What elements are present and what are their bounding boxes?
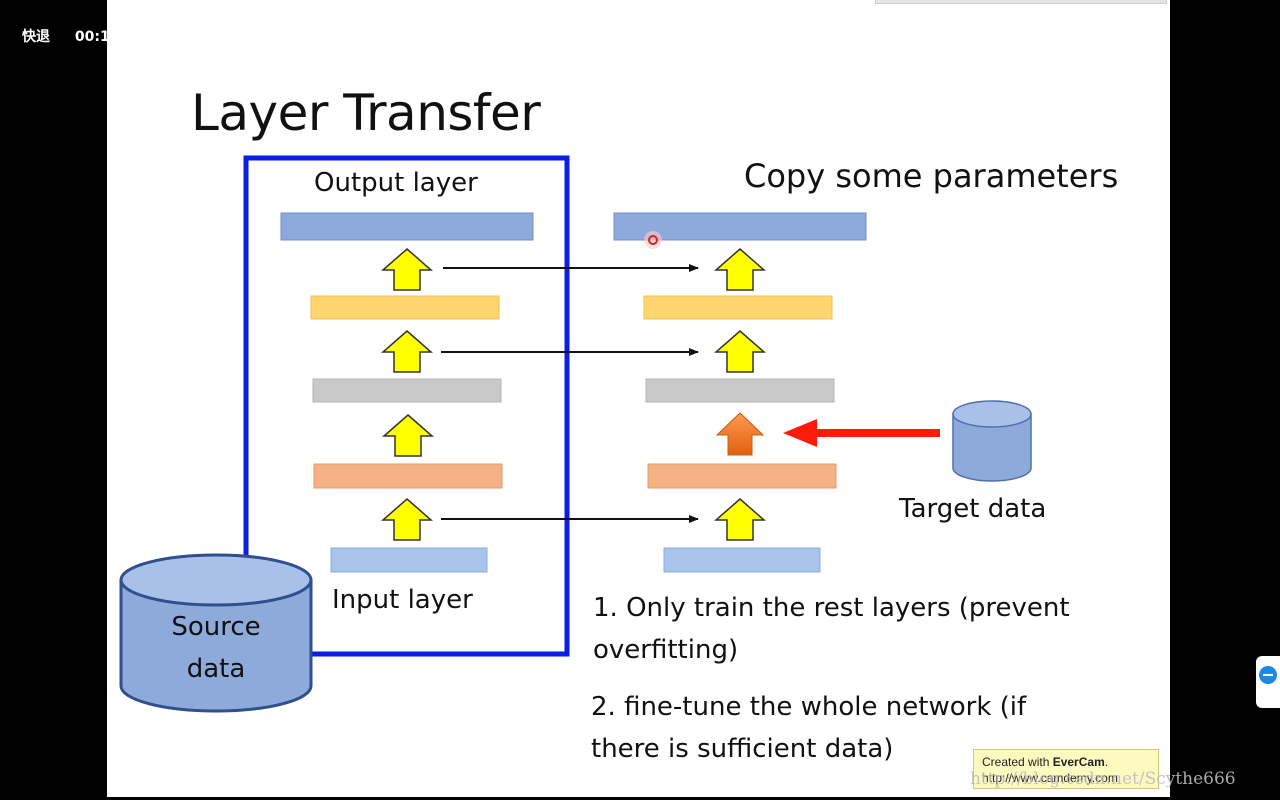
evercam-brand: EverCam: [1052, 755, 1105, 769]
point-1-line-2: overfitting): [593, 635, 739, 665]
yellow-up-arrow-icon: [381, 330, 433, 373]
source-data-line-2: data: [186, 654, 246, 684]
evercam-suffix: .: [1104, 755, 1109, 769]
slide-title: Layer Transfer: [191, 84, 541, 142]
copy-parameters-label: Copy some parameters: [744, 157, 1119, 195]
source-input-layer: [330, 547, 488, 573]
blog-watermark: http://blog.csdn.net/Scythe666: [970, 769, 1236, 789]
point-2-line-2: there is sufficient data): [591, 734, 894, 764]
source-network-frame: [243, 155, 570, 657]
input-layer-label: Input layer: [332, 585, 473, 615]
target-data-label: Target data: [899, 494, 1047, 524]
target-hidden-layer-3: [643, 295, 833, 320]
source-output-layer: [280, 212, 534, 241]
evercam-url: http://www.camdemy.com: [982, 771, 1118, 785]
target-input-layer: [663, 547, 821, 573]
remote-widget-icon[interactable]: [1256, 656, 1280, 708]
evercam-prefix: Created with: [982, 755, 1053, 769]
source-hidden-layer-2: [312, 378, 502, 403]
yellow-up-arrow-icon: [382, 414, 434, 457]
yellow-up-arrow-icon: [714, 248, 766, 291]
source-data-label: Source data: [121, 606, 311, 690]
yellow-up-arrow-icon: [714, 330, 766, 373]
output-layer-label: Output layer: [314, 168, 478, 198]
cursor-dot-icon: [644, 231, 662, 249]
target-database-cylinder-icon: [952, 400, 1032, 482]
point-1-line-1: 1. Only train the rest layers (prevent: [593, 593, 1070, 623]
playback-mode: 快退: [22, 29, 50, 45]
point-1: 1. Only train the rest layers (prevent o…: [593, 587, 1070, 671]
slide: Layer Transfer Output layer Input layer …: [107, 0, 1170, 797]
orange-up-arrow-icon: [715, 412, 765, 456]
yellow-up-arrow-icon: [714, 498, 766, 541]
yellow-up-arrow-icon: [381, 248, 433, 291]
red-left-arrow-icon: [783, 419, 940, 447]
point-2-line-1: 2. fine-tune the whole network (if: [591, 692, 1027, 722]
evercam-badge: Created with EverCam. http://www.camdemy…: [973, 749, 1159, 789]
layer-transfer-diagram: [119, 155, 1032, 713]
source-database-cylinder-icon: [119, 553, 313, 713]
target-hidden-layer-1: [647, 463, 837, 489]
yellow-up-arrow-icon: [381, 498, 433, 541]
target-hidden-layer-2: [645, 378, 835, 403]
point-2: 2. fine-tune the whole network (if there…: [591, 686, 1026, 770]
source-hidden-layer-1: [313, 463, 503, 489]
source-hidden-layer-3: [310, 295, 500, 320]
source-data-line-1: Source: [171, 612, 261, 642]
top-tab: [875, 0, 1167, 4]
